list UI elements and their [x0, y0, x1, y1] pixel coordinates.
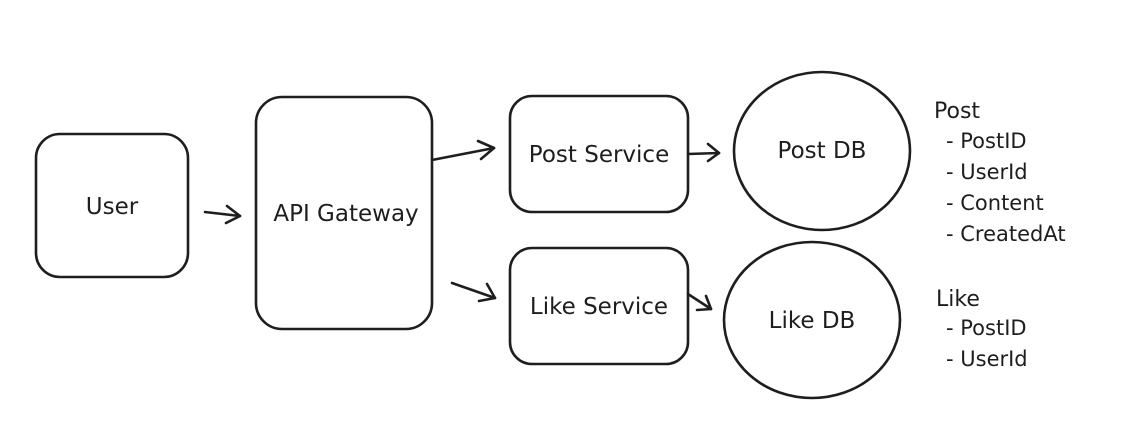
arrow-gateway-to-post-service [430, 139, 496, 162]
post-service-label: Post Service [529, 142, 669, 168]
post-schema-field: - CreatedAt [946, 222, 1066, 246]
like-schema-field: - PostID [946, 316, 1027, 340]
api-gateway-label: API Gateway [273, 201, 418, 227]
arrow-like-service-to-like-db [686, 292, 713, 312]
like-schema-title: Like [936, 287, 980, 312]
post-schema: Post - PostID - UserId - Content - Creat… [934, 99, 1066, 246]
like-schema-field: - UserId [946, 347, 1028, 371]
post-schema-title: Post [934, 99, 980, 124]
post-schema-field: - Content [946, 191, 1044, 215]
like-service-node[interactable]: Like Service [508, 246, 690, 366]
arrow-post-service-to-post-db [686, 142, 721, 163]
post-db-node[interactable]: Post DB [732, 70, 912, 232]
api-gateway-node[interactable]: API Gateway [254, 95, 434, 331]
like-db-node[interactable]: Like DB [722, 240, 902, 400]
like-service-label: Like Service [530, 294, 668, 320]
arrow-user-to-gateway [203, 204, 242, 225]
like-schema: Like - PostID - UserId [936, 287, 1028, 371]
arrow-gateway-to-like-service [450, 281, 497, 303]
post-db-label: Post DB [778, 138, 867, 164]
post-schema-field: - UserId [946, 160, 1028, 184]
post-service-node[interactable]: Post Service [508, 94, 690, 214]
user-node[interactable]: User [34, 132, 190, 279]
like-db-label: Like DB [769, 308, 856, 334]
user-label: User [86, 194, 139, 220]
post-schema-field: - PostID [946, 129, 1027, 153]
